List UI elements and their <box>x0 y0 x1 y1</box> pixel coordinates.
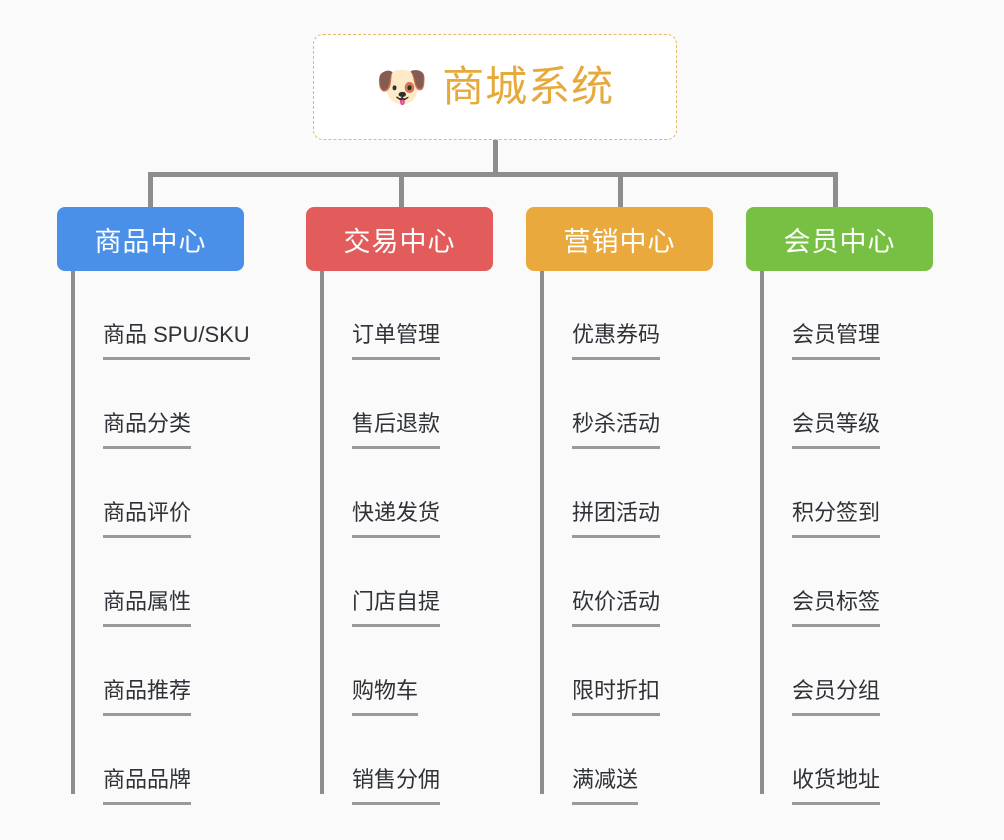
item-label: 快递发货 <box>352 502 441 538</box>
item-label: 销售分佣 <box>352 769 441 805</box>
connector-drop-3 <box>833 175 838 207</box>
list-item[interactable]: 订单管理 <box>306 271 493 360</box>
item-label: 商品品牌 <box>103 769 192 805</box>
item-label: 门店自提 <box>352 591 441 627</box>
item-label: 限时折扣 <box>572 680 661 716</box>
column-spine-0 <box>71 271 75 794</box>
item-label: 商品 SPU/SKU <box>103 324 250 360</box>
list-item[interactable]: 商品 SPU/SKU <box>57 271 250 360</box>
item-label: 商品分类 <box>103 413 192 449</box>
list-item[interactable]: 会员管理 <box>746 271 933 360</box>
list-item[interactable]: 秒杀活动 <box>526 360 713 449</box>
connector-drop-2 <box>618 175 623 207</box>
item-label: 会员标签 <box>792 591 881 627</box>
list-item[interactable]: 优惠券码 <box>526 271 713 360</box>
list-item[interactable]: 快递发货 <box>306 449 493 538</box>
item-label: 商品推荐 <box>103 680 192 716</box>
list-item[interactable]: 积分签到 <box>746 449 933 538</box>
list-item[interactable]: 购物车 <box>306 627 493 716</box>
item-label: 会员分组 <box>792 680 881 716</box>
item-label: 拼团活动 <box>572 502 661 538</box>
list-item[interactable]: 拼团活动 <box>526 449 713 538</box>
category-header-1[interactable]: 交易中心 <box>306 207 493 271</box>
list-item[interactable]: 销售分佣 <box>306 716 493 805</box>
item-label: 满减送 <box>572 769 639 805</box>
item-label: 秒杀活动 <box>572 413 661 449</box>
root-node[interactable]: 🐶 商城系统 <box>313 34 677 140</box>
category-items-3: 会员管理 会员等级 积分签到 会员标签 会员分组 收货地址 <box>746 271 933 805</box>
item-label: 积分签到 <box>792 502 881 538</box>
column-spine-3 <box>760 271 764 794</box>
list-item[interactable]: 收货地址 <box>746 716 933 805</box>
connector-drop-0 <box>148 175 153 207</box>
connector-root-stem <box>493 140 498 174</box>
category-header-2[interactable]: 营销中心 <box>526 207 713 271</box>
item-label: 会员等级 <box>792 413 881 449</box>
category-label-3: 会员中心 <box>783 226 896 257</box>
category-column-2: 营销中心 优惠券码 秒杀活动 拼团活动 砍价活动 限时折扣 满减送 <box>526 207 713 805</box>
root-title: 商城系统 <box>442 63 615 110</box>
column-spine-1 <box>320 271 324 794</box>
category-label-0: 商品中心 <box>94 226 207 257</box>
list-item[interactable]: 会员等级 <box>746 360 933 449</box>
category-column-0: 商品中心 商品 SPU/SKU 商品分类 商品评价 商品属性 商品推荐 商品品牌 <box>57 207 250 805</box>
category-items-2: 优惠券码 秒杀活动 拼团活动 砍价活动 限时折扣 满减送 <box>526 271 713 805</box>
list-item[interactable]: 会员分组 <box>746 627 933 716</box>
category-column-1: 交易中心 订单管理 售后退款 快递发货 门店自提 购物车 销售分佣 <box>306 207 493 805</box>
category-label-2: 营销中心 <box>563 226 676 257</box>
category-header-3[interactable]: 会员中心 <box>746 207 933 271</box>
item-label: 优惠券码 <box>572 324 661 360</box>
list-item[interactable]: 售后退款 <box>306 360 493 449</box>
list-item[interactable]: 商品品牌 <box>57 716 250 805</box>
list-item[interactable]: 商品分类 <box>57 360 250 449</box>
connector-trunk-bar <box>148 172 838 177</box>
category-items-0: 商品 SPU/SKU 商品分类 商品评价 商品属性 商品推荐 商品品牌 <box>57 271 250 805</box>
list-item[interactable]: 会员标签 <box>746 538 933 627</box>
item-label: 售后退款 <box>352 413 441 449</box>
item-label: 会员管理 <box>792 324 881 360</box>
list-item[interactable]: 商品推荐 <box>57 627 250 716</box>
column-spine-2 <box>540 271 544 794</box>
item-label: 商品评价 <box>103 502 192 538</box>
dog-face-icon: 🐶 <box>375 63 429 110</box>
connector-drop-1 <box>399 175 404 207</box>
list-item[interactable]: 砍价活动 <box>526 538 713 627</box>
category-items-1: 订单管理 售后退款 快递发货 门店自提 购物车 销售分佣 <box>306 271 493 805</box>
list-item[interactable]: 限时折扣 <box>526 627 713 716</box>
category-label-1: 交易中心 <box>343 226 456 257</box>
item-label: 购物车 <box>352 680 419 716</box>
list-item[interactable]: 门店自提 <box>306 538 493 627</box>
category-column-3: 会员中心 会员管理 会员等级 积分签到 会员标签 会员分组 收货地址 <box>746 207 933 805</box>
item-label: 订单管理 <box>352 324 441 360</box>
category-header-0[interactable]: 商品中心 <box>57 207 244 271</box>
list-item[interactable]: 商品评价 <box>57 449 250 538</box>
item-label: 收货地址 <box>792 769 881 805</box>
item-label: 砍价活动 <box>572 591 661 627</box>
list-item[interactable]: 商品属性 <box>57 538 250 627</box>
list-item[interactable]: 满减送 <box>526 716 713 805</box>
item-label: 商品属性 <box>103 591 192 627</box>
